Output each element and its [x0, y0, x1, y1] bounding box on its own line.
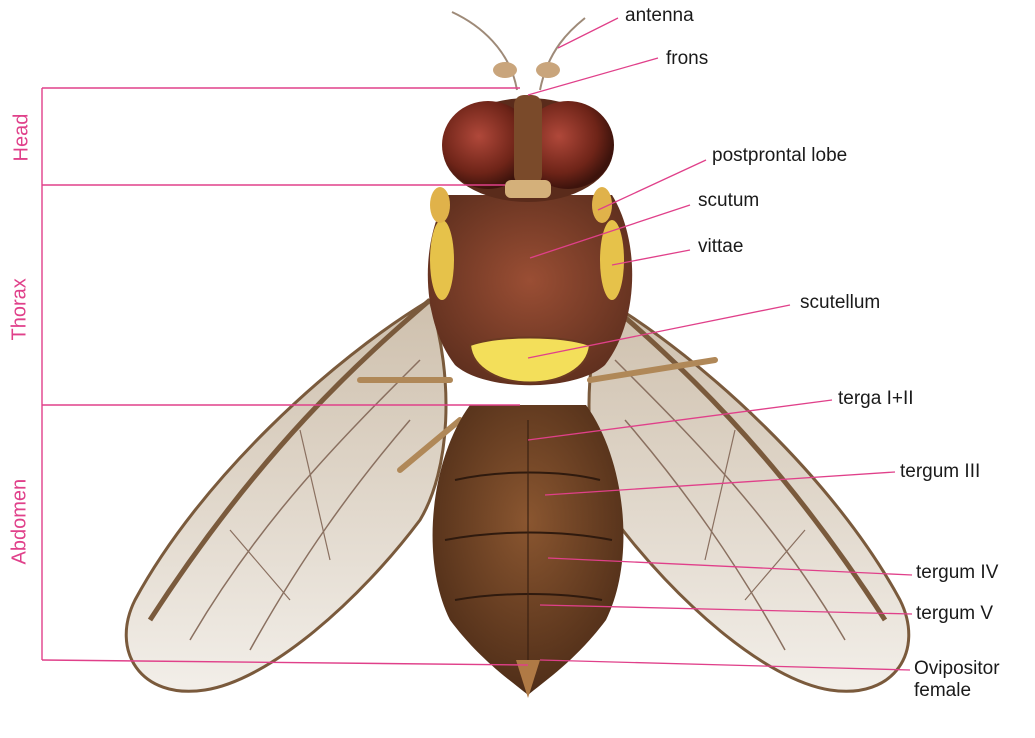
region-label-abdomen: Abdomen: [9, 473, 32, 565]
label-antenna: antenna: [625, 5, 694, 27]
label-tergum-3: tergum III: [900, 461, 980, 483]
label-ovipositor: Ovipositor female: [914, 658, 1019, 702]
thorax: [428, 187, 632, 385]
label-frons: frons: [666, 48, 708, 70]
label-tergum-4: tergum IV: [916, 562, 998, 584]
antennae: [452, 12, 585, 90]
label-terga-1-2: terga I+II: [838, 388, 914, 410]
region-label-head: Head: [11, 114, 34, 162]
label-postprontal-lobe: postprontal lobe: [712, 145, 847, 167]
head: [442, 95, 614, 202]
right-wing: [589, 300, 909, 691]
left-wing: [126, 300, 446, 691]
abdomen: [433, 405, 624, 698]
label-tergum-5: tergum V: [916, 603, 993, 625]
label-vittae: vittae: [698, 236, 743, 258]
label-scutellum: scutellum: [800, 292, 880, 314]
region-label-thorax: Thorax: [9, 273, 32, 341]
label-scutum: scutum: [698, 190, 759, 212]
